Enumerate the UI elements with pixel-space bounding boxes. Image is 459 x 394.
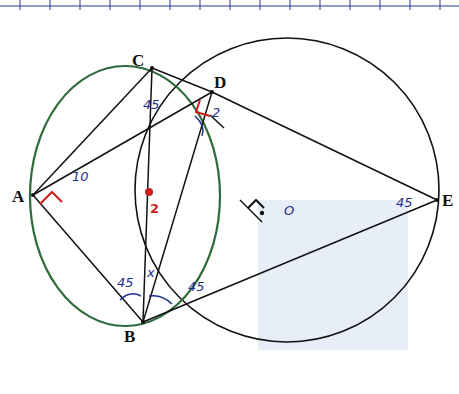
point-label: C (132, 52, 144, 69)
points (31, 66, 439, 324)
angle-arc (120, 294, 141, 300)
angle-note: 2 (150, 202, 159, 215)
angle-note: 45 (143, 98, 160, 111)
angle-arc (195, 116, 203, 136)
point-label: E (442, 192, 453, 209)
point-label: O (284, 204, 294, 217)
segments (33, 68, 437, 322)
right-angle-mark (40, 192, 62, 204)
angle-note: x (147, 266, 155, 279)
point-label: D (214, 74, 226, 91)
center-dot (260, 211, 264, 215)
angle-arc (149, 296, 172, 304)
center-dot (145, 188, 153, 196)
point-label: A (12, 188, 24, 205)
angle-note: 45 (117, 276, 134, 289)
shade (258, 200, 408, 350)
angle-note: 45 (188, 280, 205, 293)
right-angle-mark (248, 200, 264, 208)
angle-note: 10 (72, 170, 89, 183)
point-label: B (124, 328, 135, 345)
big-circle (135, 38, 439, 342)
right-angle-mark (196, 100, 210, 116)
angle-note: 45 (396, 196, 413, 209)
green-circle (30, 66, 220, 326)
angle-note: 2 (212, 106, 220, 119)
ruler-ticks (0, 0, 459, 10)
